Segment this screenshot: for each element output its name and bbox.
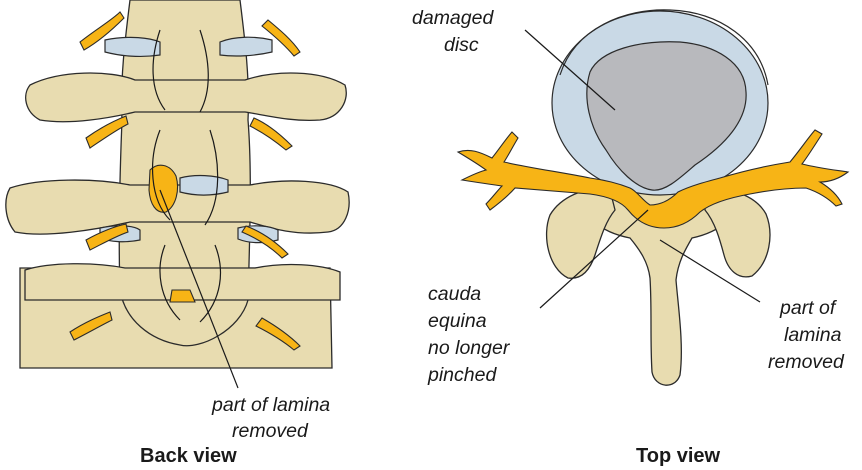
- nerve-root: [250, 118, 292, 150]
- top-lamina-label-line3: removed: [768, 351, 845, 373]
- top-lamina-label-line1: part of: [779, 297, 838, 319]
- cauda-label-line4: pinched: [427, 364, 497, 386]
- back-view-caption: Back view: [140, 445, 237, 467]
- cauda-label-line2: equina: [428, 310, 487, 332]
- disc-upper-right: [220, 37, 272, 56]
- disc-label-line2: disc: [444, 34, 479, 56]
- cauda-label-line1: cauda: [428, 283, 481, 305]
- cauda-label-line3: no longer: [428, 337, 511, 359]
- back-view-illustration: [6, 0, 349, 368]
- disc-label-line1: damaged: [412, 7, 494, 29]
- transverse-process-left: [547, 189, 615, 278]
- exposed-nerve-window: [149, 165, 178, 212]
- disc-upper: [105, 37, 160, 56]
- nerve-bottom: [170, 290, 195, 302]
- back-lamina-label-line1: part of lamina: [211, 394, 330, 416]
- back-lamina-label-line2: removed: [232, 420, 309, 442]
- top-lamina-label-line2: lamina: [784, 324, 842, 346]
- top-view-caption: Top view: [636, 445, 721, 467]
- disc-middle: [180, 176, 228, 195]
